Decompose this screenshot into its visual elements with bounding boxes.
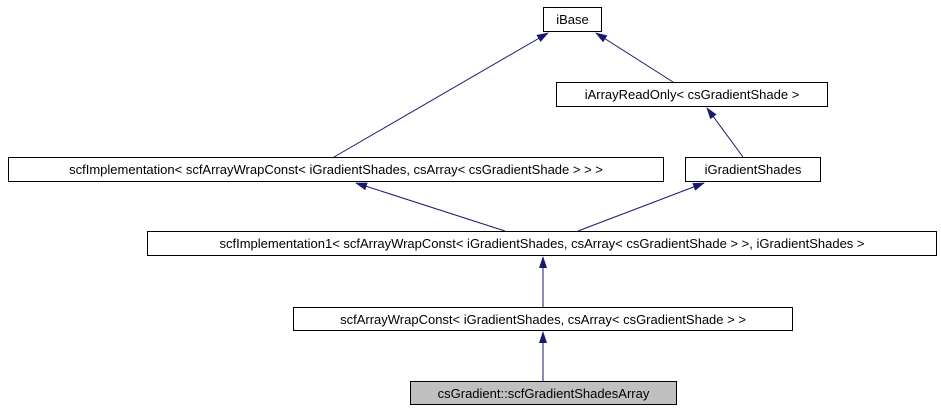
class-node-ibase[interactable]: iBase — [543, 7, 602, 32]
inheritance-arrow-scfimplementation-to-ibase — [333, 32, 549, 158]
class-node-iarrayreadonly[interactable]: iArrayReadOnly< csGradientShade > — [556, 82, 828, 107]
class-node-scfimplementation[interactable]: scfImplementation< scfArrayWrapConst< iG… — [8, 157, 664, 182]
inheritance-arrow-scfimplementation1-to-igradientshades — [577, 182, 705, 232]
class-node-csgradient-scfgradientshadesarray: csGradient::scfGradientShadesArray — [410, 381, 677, 405]
class-node-igradientshades[interactable]: iGradientShades — [685, 157, 821, 182]
class-node-scfimplementation1[interactable]: scfImplementation1< scfArrayWrapConst< i… — [147, 231, 937, 256]
inheritance-arrow-scfimplementation1-to-scfimplementation — [355, 182, 506, 232]
inheritance-arrow-iarrayreadonly-to-ibase — [595, 32, 674, 83]
inheritance-arrow-igradientshades-to-iarrayreadonly — [706, 107, 744, 158]
class-node-scfarraywrapconst[interactable]: scfArrayWrapConst< iGradientShades, csAr… — [293, 307, 793, 331]
